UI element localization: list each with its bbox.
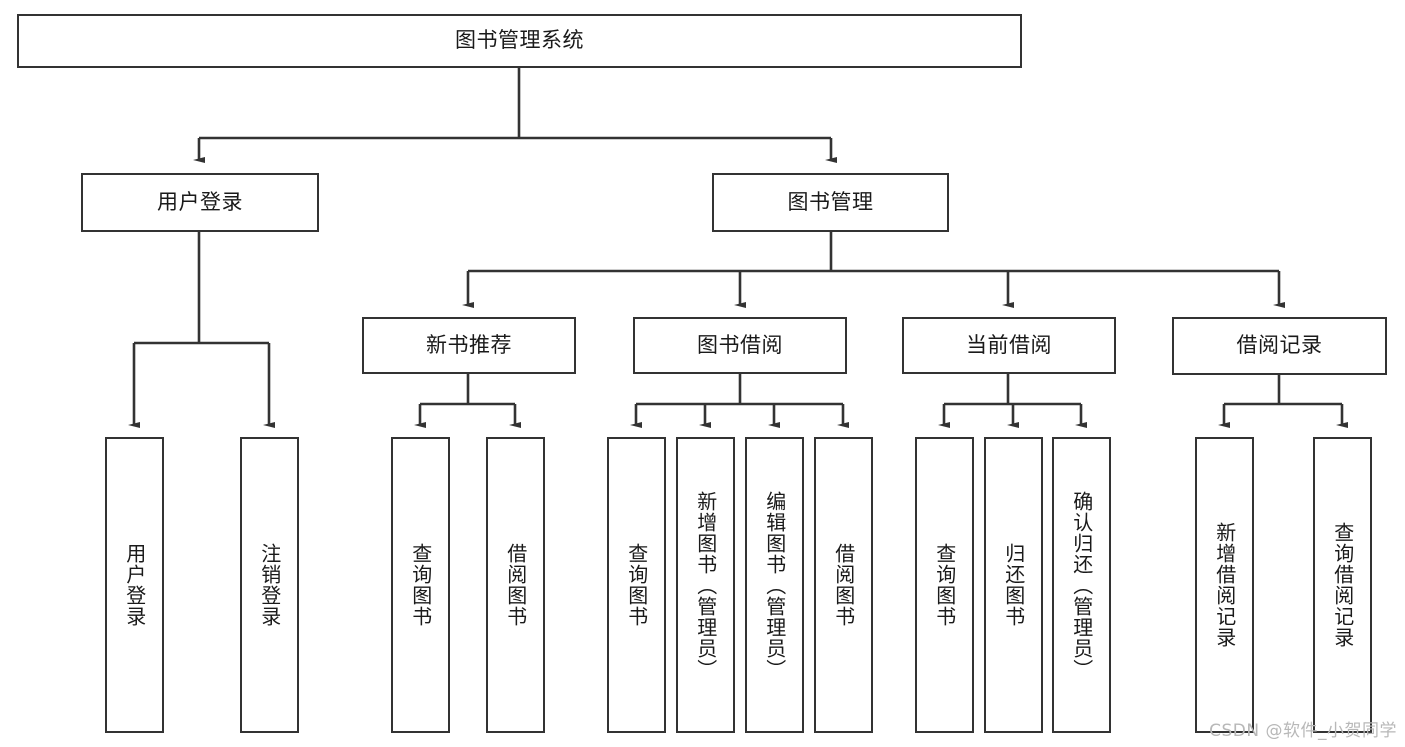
leaf-add-borrow-record[interactable]: 新增借阅记录 <box>1195 437 1254 733</box>
node-label: 编辑图书（管理员） <box>762 490 787 680</box>
csdn-watermark: CSDN @软件_小贺同学 <box>1209 721 1397 741</box>
node-borrowing-records[interactable]: 借阅记录 <box>1172 317 1387 375</box>
leaf-query-books-recommend[interactable]: 查询图书 <box>391 437 450 733</box>
node-label: 新增图书（管理员） <box>693 490 718 680</box>
leaf-borrow-books[interactable]: 借阅图书 <box>814 437 873 733</box>
node-book-management[interactable]: 图书管理 <box>712 173 949 232</box>
node-new-book-recommendation[interactable]: 新书推荐 <box>362 317 576 374</box>
node-label: 图书管理系统 <box>455 28 584 53</box>
node-label: 查询图书 <box>408 543 433 627</box>
node-current-borrowing[interactable]: 当前借阅 <box>902 317 1116 374</box>
leaf-borrow-books-recommend[interactable]: 借阅图书 <box>486 437 545 733</box>
node-label: 注销登录 <box>257 543 282 627</box>
node-label: 用户登录 <box>157 189 243 214</box>
leaf-confirm-return-admin[interactable]: 确认归还（管理员） <box>1052 437 1111 733</box>
node-label: 当前借阅 <box>966 332 1052 357</box>
node-label: 借阅记录 <box>1236 333 1323 358</box>
node-book-borrowing[interactable]: 图书借阅 <box>633 317 847 374</box>
node-label: 确认归还（管理员） <box>1069 490 1094 680</box>
node-label: 新书推荐 <box>426 332 512 357</box>
node-label: 查询图书 <box>624 543 649 627</box>
node-label: 查询借阅记录 <box>1330 522 1355 648</box>
node-root-book-management-system[interactable]: 图书管理系统 <box>17 14 1022 68</box>
leaf-user-login[interactable]: 用户登录 <box>105 437 164 733</box>
node-label: 图书借阅 <box>697 332 783 357</box>
node-label: 新增借阅记录 <box>1212 522 1237 648</box>
node-label: 归还图书 <box>1001 543 1026 627</box>
leaf-edit-book-admin[interactable]: 编辑图书（管理员） <box>745 437 804 733</box>
leaf-return-books[interactable]: 归还图书 <box>984 437 1043 733</box>
leaf-query-books-current[interactable]: 查询图书 <box>915 437 974 733</box>
node-label: 用户登录 <box>122 543 147 627</box>
node-label: 查询图书 <box>932 543 957 627</box>
leaf-logout[interactable]: 注销登录 <box>240 437 299 733</box>
leaf-query-books-borrow[interactable]: 查询图书 <box>607 437 666 733</box>
node-label: 图书管理 <box>787 189 874 214</box>
node-label: 借阅图书 <box>831 543 856 627</box>
node-label: 借阅图书 <box>503 543 528 627</box>
leaf-add-book-admin[interactable]: 新增图书（管理员） <box>676 437 735 733</box>
node-user-login[interactable]: 用户登录 <box>81 173 319 232</box>
leaf-query-borrow-record[interactable]: 查询借阅记录 <box>1313 437 1372 733</box>
